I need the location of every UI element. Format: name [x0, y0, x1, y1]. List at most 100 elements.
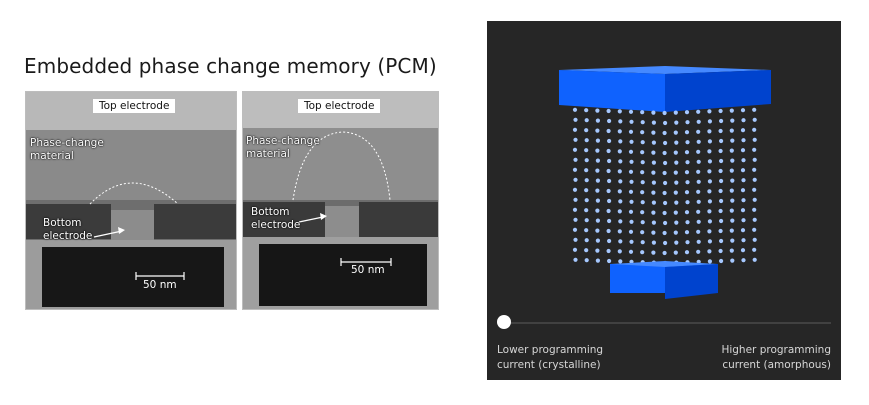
lattice-dot: [729, 188, 734, 193]
lattice-dot: [607, 198, 612, 204]
pcm-programming-panel: Lower programming current (crystalline) …: [487, 21, 841, 380]
lattice-dot: [584, 218, 589, 223]
lattice-dot: [607, 218, 612, 224]
lattice-dot: [618, 179, 623, 184]
lattice-dot: [707, 239, 712, 244]
lattice-dot: [730, 178, 735, 183]
lattice-dot: [607, 138, 612, 144]
lattice-dot: [730, 238, 735, 243]
lattice-dot: [618, 259, 623, 264]
lattice-dot: [741, 178, 746, 183]
lattice-dot: [663, 160, 668, 166]
lattice-dot: [584, 118, 589, 123]
lattice-dot: [707, 109, 712, 114]
lattice-dot: [707, 259, 712, 264]
lattice-dot: [741, 198, 746, 203]
lattice-dot: [584, 128, 589, 133]
lattice-dot: [573, 137, 578, 142]
lattice-dot: [617, 189, 622, 194]
lattice-dot: [640, 160, 645, 165]
lattice-dot: [696, 149, 701, 154]
lattice-dot: [696, 119, 701, 124]
slider-max-label: Higher programming current (amorphous): [721, 344, 831, 371]
lattice-dot: [685, 240, 690, 245]
lattice-dot: [685, 180, 690, 185]
lattice-dot: [651, 160, 656, 165]
lattice-dot: [629, 219, 634, 224]
lattice-dot: [718, 248, 723, 254]
lattice-dot: [741, 218, 746, 223]
lattice-dot: [629, 239, 634, 244]
lattice-dot: [741, 238, 746, 243]
lattice-dot: [752, 247, 757, 252]
lattice-dot: [741, 258, 746, 263]
lattice-dot: [640, 240, 645, 245]
lattice-dot: [673, 150, 678, 155]
lattice-dot: [651, 230, 656, 235]
lattice-dot: [595, 258, 600, 263]
lattice-dot: [719, 258, 724, 264]
lattice-dot: [663, 240, 668, 246]
lattice-dot: [606, 128, 611, 134]
lattice-dot: [673, 130, 678, 135]
lattice-dot: [684, 110, 690, 115]
lattice-dot: [673, 110, 678, 115]
lattice-dot: [618, 199, 623, 204]
lattice-dot: [663, 200, 668, 206]
lattice-dot: [618, 219, 623, 224]
lattice-dot: [674, 160, 679, 165]
lattice-dot: [741, 138, 746, 143]
lattice-dot: [595, 178, 600, 183]
pcm-cell-illustration: [499, 66, 831, 324]
lattice-dot: [595, 188, 600, 193]
micrograph-right-image: [243, 92, 438, 309]
lattice-dot: [684, 150, 690, 155]
lattice-dot: [651, 130, 656, 135]
lattice-dot: [707, 209, 712, 214]
lattice-dot: [707, 139, 712, 144]
lattice-dot: [673, 230, 678, 235]
lattice-dot: [584, 138, 589, 143]
lattice-dot: [628, 209, 634, 214]
lattice-dot: [674, 240, 679, 245]
lattice-dot: [584, 208, 589, 213]
lattice-dot: [618, 159, 623, 164]
lattice-dot: [640, 120, 645, 125]
lattice-dot: [651, 190, 656, 195]
lattice-dot: [628, 229, 634, 234]
lattice-dot: [584, 158, 589, 163]
page-title: Embedded phase change memory (PCM): [24, 54, 437, 78]
lattice-dot: [752, 107, 757, 112]
lattice-dot: [729, 208, 734, 213]
lattice-dot: [640, 110, 645, 115]
lattice-dot: [696, 109, 701, 114]
lattice-dot: [640, 140, 645, 145]
lattice-dot: [628, 149, 634, 154]
lattice-dot: [740, 168, 746, 173]
lattice-dot: [572, 167, 578, 172]
lattice-dot: [719, 218, 724, 224]
lattice-dot: [730, 138, 735, 143]
lattice-dot: [685, 160, 690, 165]
lattice-dot: [740, 228, 746, 233]
lattice-dot: [584, 178, 589, 183]
lattice-dot: [584, 228, 589, 233]
lattice-dot: [607, 158, 612, 164]
lattice-dot: [730, 258, 735, 263]
lattice-dot: [572, 127, 578, 132]
programming-current-slider-handle[interactable]: [497, 315, 511, 329]
lattice-dot: [629, 119, 634, 124]
lattice-dot: [707, 249, 712, 254]
lattice-dot: [629, 139, 634, 144]
lattice-dot: [595, 248, 600, 253]
micrograph-left: Top electrode Phase-change material Bott…: [25, 91, 237, 310]
lattice-dot: [696, 179, 701, 184]
lattice-dot: [684, 170, 690, 175]
lattice-dot: [584, 198, 589, 203]
lattice-dot: [729, 248, 734, 253]
slider-min-label: Lower programming current (crystalline): [497, 344, 604, 371]
lattice-dot: [651, 220, 656, 225]
lattice-dot: [617, 209, 622, 214]
lattice-dot: [662, 210, 667, 216]
lattice-dot: [719, 158, 724, 164]
